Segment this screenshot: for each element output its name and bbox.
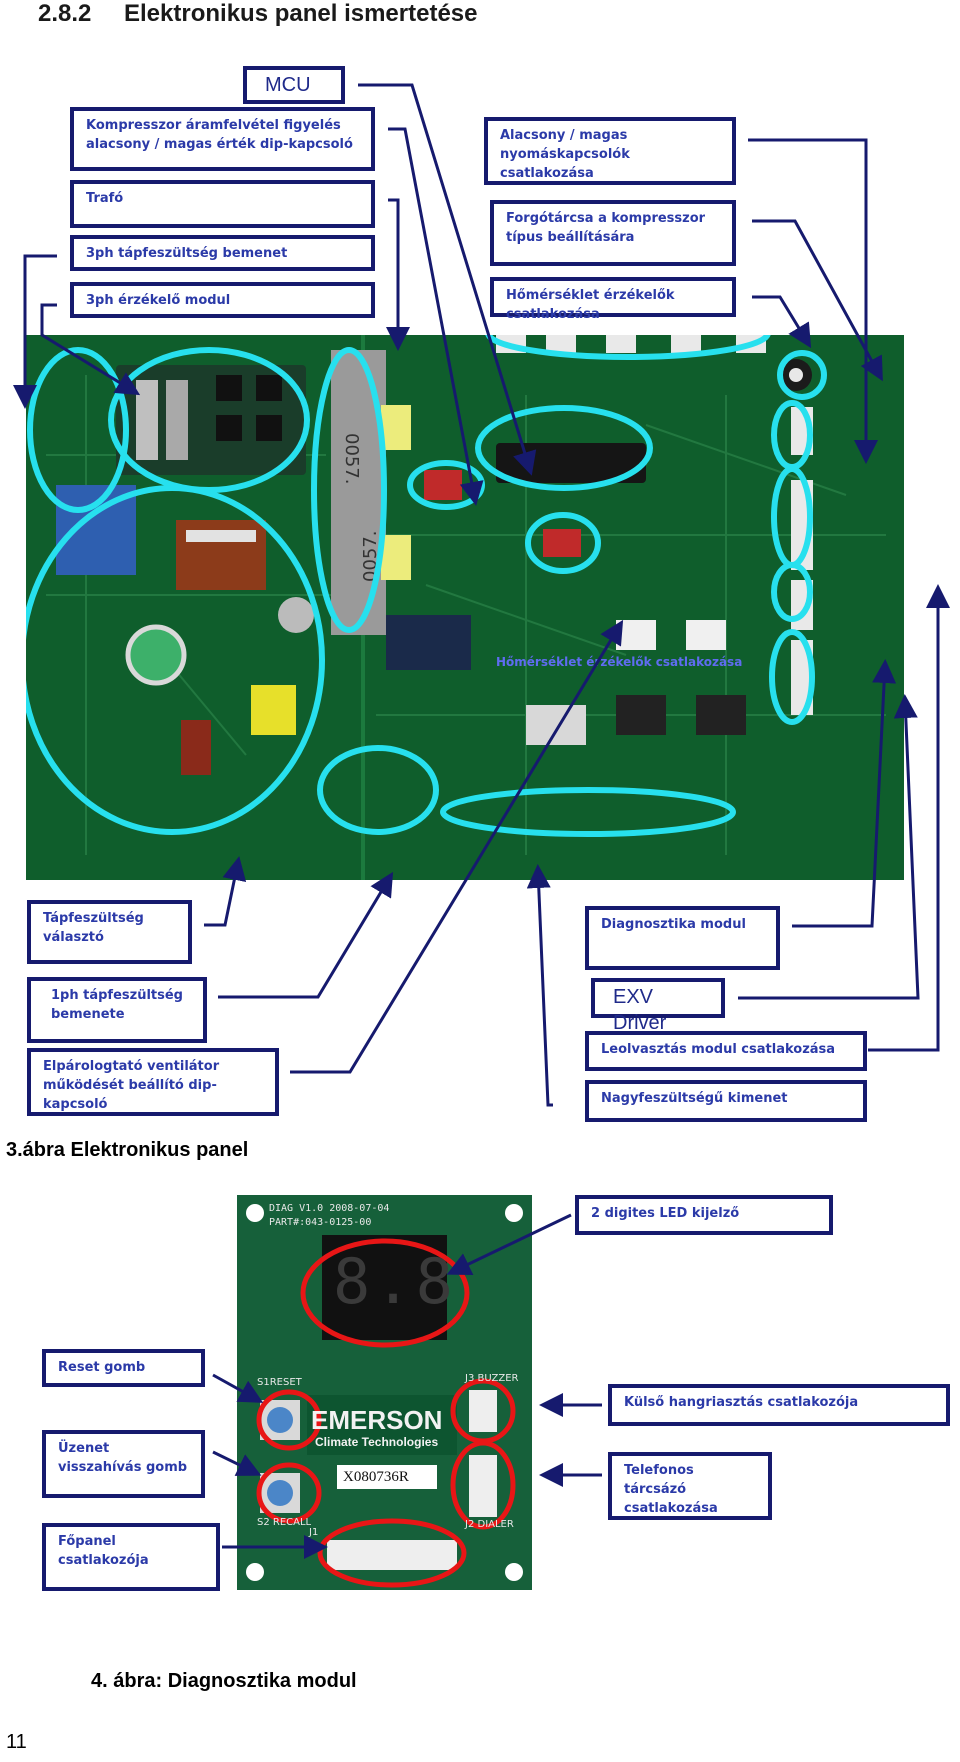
section-heading: 2.8.2 Elektronikus panel ismertetése [38, 0, 477, 28]
label-3ph-tapfeszultseg: 3ph tápfeszültség bemenet [70, 235, 375, 271]
section-title: Elektronikus panel ismertetése [124, 0, 478, 27]
diag-s2-text: S2 RECALL [257, 1517, 312, 1528]
label-1ph-tapfeszultseg: 1ph tápfeszültség bemenete [27, 977, 207, 1043]
label-mcu: MCU [243, 66, 345, 104]
svg-text:0057.: 0057. [341, 433, 362, 485]
label-diagnosztika-modul: Diagnosztika modul [585, 906, 780, 970]
label-telefonos-tarcsazo: Telefonos tárcsázó csatlakozása [608, 1452, 772, 1520]
label-forgotarcsa: Forgótárcsa a kompresszor típus beállítá… [490, 200, 736, 266]
diag-module-photo: DIAG V1.0 2008-07-04 PART#:043-0125-00 8… [237, 1195, 532, 1590]
label-tapfeszultseg-valaszto: Tápfeszültség választó [27, 900, 192, 964]
emerson-logo-subtitle: Climate Technologies [315, 1435, 439, 1449]
led-display-digits: 8.8 [333, 1245, 457, 1318]
main-pcb-photo: 0057. 0057. [26, 335, 904, 880]
label-kompresszor: Kompresszor áramfelvétel figyelés alacso… [70, 107, 375, 171]
label-reset-gomb: Reset gomb [42, 1349, 205, 1387]
label-led-kijelzo: 2 digites LED kijelző [575, 1195, 833, 1235]
main-pcb-illustration: 0057. 0057. [26, 335, 904, 880]
pcb-overlay-text: Hőmérséklet érzékelők csatlakozása [496, 655, 743, 669]
figure3-caption: 3.ábra Elektronikus panel [6, 1139, 249, 1161]
label-homerseklet: Hőmérséklet érzékelők csatlakozása [490, 277, 736, 322]
label-kulso-hangriasztas: Külső hangriasztás csatlakozója [608, 1384, 950, 1426]
label-uzenet-visszahivas: Üzenet visszahívás gomb [42, 1430, 205, 1498]
page-number: 11 [6, 1731, 27, 1753]
diag-board-part: PART#:043-0125-00 [269, 1217, 372, 1228]
diag-serial-sticker: X080736R [343, 1469, 409, 1485]
figure4-caption: 4. ábra: Diagnosztika modul [91, 1670, 357, 1692]
label-trafo: Trafó [70, 180, 375, 228]
diag-j2-text: J2 DIALER [465, 1519, 514, 1530]
label-exv-driver: EXV Driver [591, 978, 725, 1034]
label-nagyfeszultsegu: Nagyfeszültségű kimenet [585, 1080, 867, 1122]
diag-j3-text: J3 BUZZER [465, 1373, 519, 1384]
section-number: 2.8.2 [38, 0, 92, 27]
diag-s1-text: S1RESET [257, 1377, 302, 1388]
label-nyomaskapcsolok: Alacsony / magas nyomáskapcsolók csatlak… [484, 117, 736, 185]
label-fopanel-csatlakozo: Főpanel csatlakozója [42, 1523, 220, 1591]
emerson-logo: EMERSON [311, 1405, 443, 1435]
diag-board-header: DIAG V1.0 2008-07-04 [269, 1203, 390, 1214]
label-3ph-erzekelo: 3ph érzékelő modul [70, 282, 375, 318]
diag-j1-text: J1 [309, 1527, 319, 1538]
label-leolvasztas: Leolvasztás modul csatlakozása [585, 1031, 867, 1071]
label-elparologtato: Elpárologtató ventilátor működését beáll… [27, 1048, 279, 1116]
